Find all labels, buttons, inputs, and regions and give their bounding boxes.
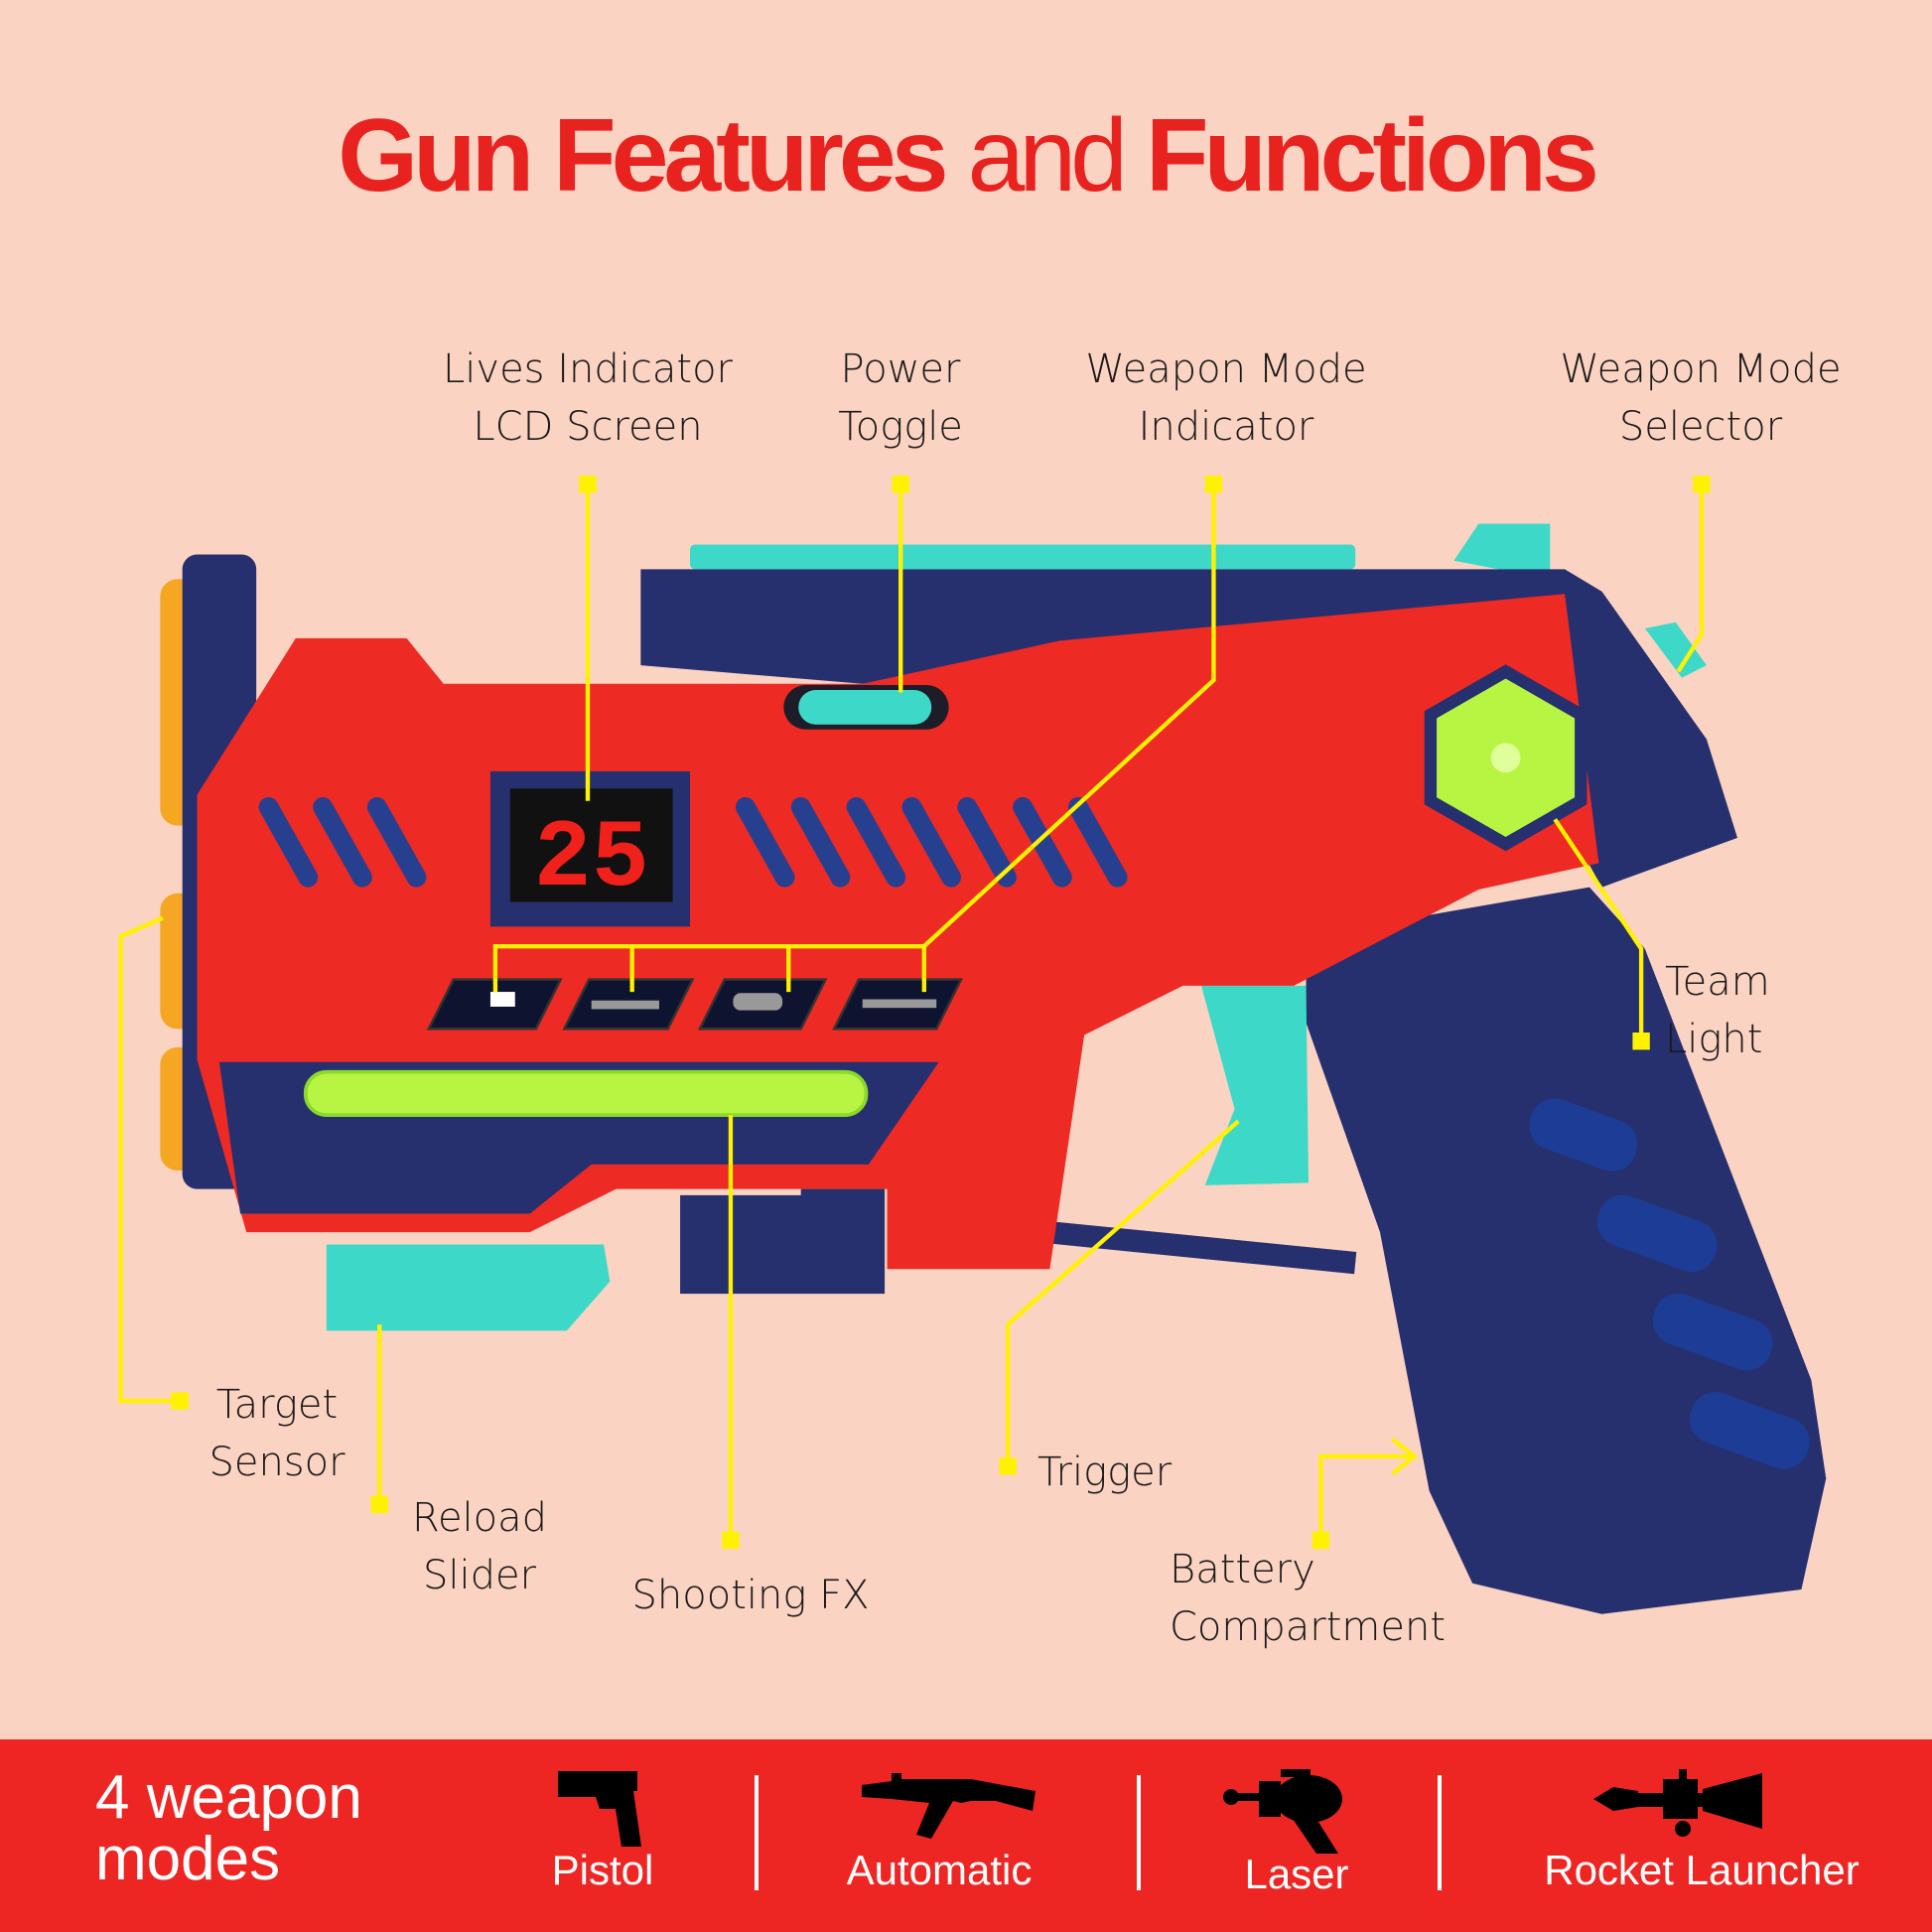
label-line: Compartment (1170, 1604, 1447, 1650)
mode-icons-gray (591, 993, 937, 1011)
label-line: LCD Screen (473, 404, 703, 450)
mode-label-automatic: Automatic (846, 1847, 1033, 1893)
pistol-mode-light (489, 992, 515, 1007)
title-part-2: and (967, 98, 1129, 213)
label-trigger: Trigger (1037, 1449, 1173, 1495)
label-line: Lives Indicator (443, 346, 733, 392)
trigger (1201, 985, 1310, 1185)
title-part-3: Functions (1145, 98, 1599, 213)
label-line: Reload (411, 1495, 548, 1541)
rear-panel (1565, 591, 1737, 888)
pistol-icon (558, 1771, 641, 1847)
footer-heading-line: 4 weapon (95, 1763, 362, 1832)
label-line: Selector (1618, 404, 1783, 450)
grip-slots (1529, 1098, 1810, 1469)
label-line: Indicator (1138, 404, 1314, 450)
label-line: Target (215, 1382, 339, 1428)
top-rail (690, 523, 1551, 580)
page-title: Gun Features and Functions (0, 97, 1932, 215)
reload-slider (326, 1244, 611, 1331)
label-line: Toggle (838, 404, 963, 450)
mode-label-pistol: Pistol (551, 1847, 654, 1893)
leader-lines (118, 483, 1705, 1541)
vents (258, 796, 1128, 888)
laser-gun-icon (1223, 1769, 1342, 1854)
label-shooting-fx: Shooting FX (631, 1573, 870, 1618)
power-toggle (798, 690, 932, 725)
label-line: Weapon Mode (1560, 346, 1842, 392)
lcd-value: 25 (534, 805, 649, 914)
team-light-center (1490, 743, 1521, 773)
rear-block (1644, 621, 1707, 678)
title-part-1: Gun Features (338, 98, 948, 213)
leader-dots (171, 476, 1711, 1550)
divider (755, 1775, 759, 1890)
label-line: Slider (422, 1553, 537, 1598)
label-line: Sensor (208, 1440, 345, 1485)
lower-block (680, 1188, 886, 1295)
label-line: Light (1665, 1017, 1763, 1062)
mode-label-laser: Laser (1244, 1851, 1349, 1897)
label-line: Battery (1170, 1547, 1315, 1592)
divider (1137, 1775, 1141, 1890)
rifle-icon (862, 1773, 1035, 1839)
rocket-launcher-icon (1593, 1769, 1762, 1837)
mode-label-rocket-launcher: Rocket Launcher (1544, 1847, 1860, 1893)
label-line: Weapon Mode (1085, 346, 1367, 392)
label-line: Team (1665, 959, 1770, 1005)
shooting-fx-light (303, 1069, 869, 1118)
lcd-screen (509, 788, 673, 902)
divider (1438, 1775, 1442, 1890)
label-line: Power (840, 346, 961, 392)
footer-heading-line: modes (95, 1825, 281, 1893)
